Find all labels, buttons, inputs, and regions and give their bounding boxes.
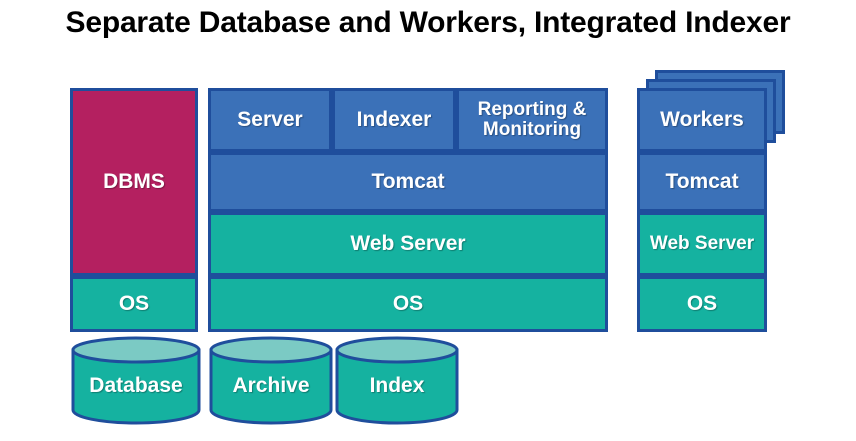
reporting-monitoring-component-block[interactable]: Reporting & Monitoring bbox=[456, 88, 608, 152]
app-tomcat-block[interactable]: Tomcat bbox=[208, 152, 608, 212]
index-cylinder-shape bbox=[335, 336, 459, 425]
database-cylinder-shape bbox=[71, 336, 201, 425]
archive-cylinder[interactable]: Archive bbox=[208, 336, 334, 425]
database-cylinder[interactable]: Database bbox=[70, 336, 202, 425]
indexer-component-block[interactable]: Indexer bbox=[332, 88, 456, 152]
database-os-block[interactable]: OS bbox=[70, 276, 198, 332]
worker-tomcat-block[interactable]: Tomcat bbox=[637, 152, 767, 212]
worker-os-block[interactable]: OS bbox=[637, 276, 767, 332]
app-os-block[interactable]: OS bbox=[208, 276, 608, 332]
page-title: Separate Database and Workers, Integrate… bbox=[65, 6, 791, 39]
app-web-server-block[interactable]: Web Server bbox=[208, 212, 608, 276]
archive-cylinder-shape bbox=[209, 336, 333, 425]
server-component-block[interactable]: Server bbox=[208, 88, 332, 152]
dbms-block[interactable]: DBMS bbox=[70, 88, 198, 276]
index-cylinder[interactable]: Index bbox=[334, 336, 460, 425]
workers-block[interactable]: Workers bbox=[637, 88, 767, 152]
worker-web-server-block[interactable]: Web Server bbox=[637, 212, 767, 276]
